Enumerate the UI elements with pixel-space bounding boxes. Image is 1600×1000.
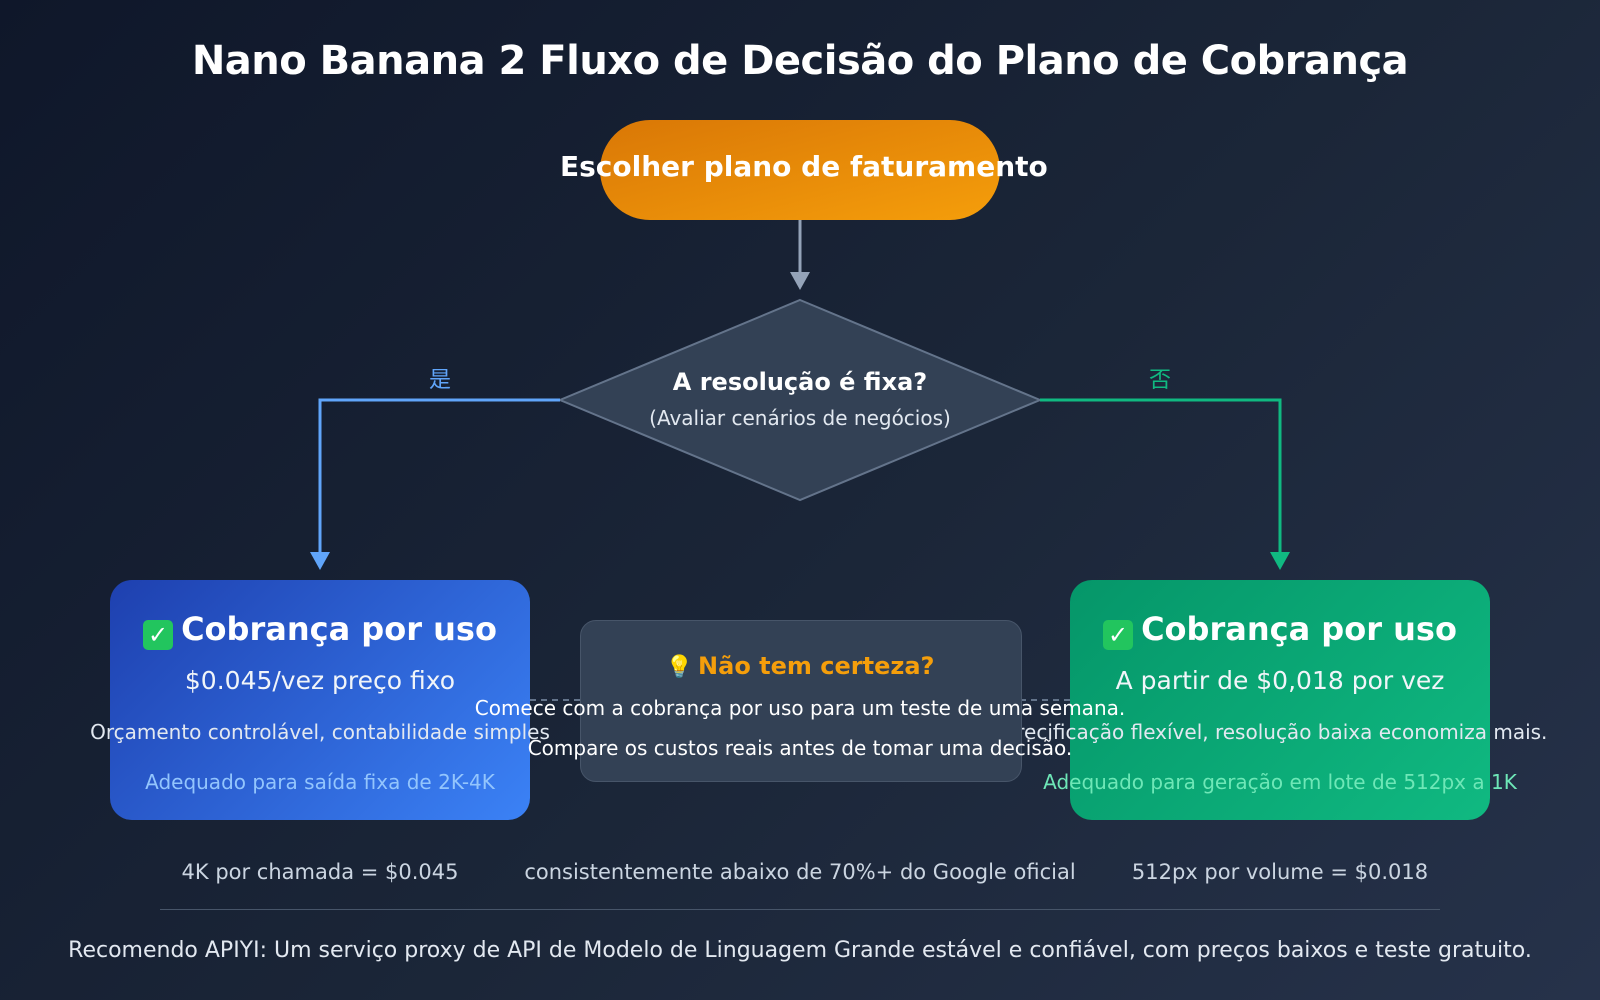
footer-divider bbox=[160, 909, 1440, 910]
no-arrowhead bbox=[1270, 552, 1290, 570]
footer-recommendation: Recomendo APIYI: Um serviço proxy de API… bbox=[68, 938, 1532, 963]
fixed-price-card bbox=[110, 580, 530, 820]
tip-box bbox=[580, 620, 1022, 782]
tip-line-1: Comece com a cobrança por uso para um te… bbox=[474, 696, 1126, 720]
page-title: Nano Banana 2 Fluxo de Decisão do Plano … bbox=[191, 38, 1409, 84]
fixed-price-card-title: Cobrança por uso bbox=[181, 610, 497, 648]
usage-price-card-note: Precificação flexível, resolução baixa e… bbox=[1004, 720, 1548, 744]
usage-price-card-title: Cobrança por uso bbox=[1141, 610, 1457, 648]
fixed-price-card-price: $0.045/vez preço fixo bbox=[184, 666, 456, 695]
no-branch-label: 否 bbox=[1148, 368, 1171, 393]
yes-branch-label: 是 bbox=[428, 368, 451, 393]
usage-price-card-title-row: ✓Cobrança por uso bbox=[1070, 610, 1490, 650]
start-node-label: Escolher plano de faturamento bbox=[560, 150, 1048, 183]
tip-line-2: Compare os custos reais antes de tomar u… bbox=[527, 736, 1073, 760]
usage-price-card-price: A partir de $0,018 por vez bbox=[1115, 666, 1445, 695]
decision-question: A resolução é fixa? bbox=[672, 368, 928, 396]
decision-subtitle: (Avaliar cenários de negócios) bbox=[649, 406, 951, 430]
fixed-price-card-title-row: ✓Cobrança por uso bbox=[110, 610, 530, 650]
no-path bbox=[1040, 398, 1282, 554]
fixed-price-card-fit: Adequado para saída fixa de 2K-4K bbox=[145, 770, 495, 794]
tip-title-row: 💡 Não tem certeza? bbox=[580, 652, 1020, 680]
yes-arrowhead bbox=[310, 552, 330, 570]
start-to-decision-arrowhead bbox=[790, 272, 810, 290]
stat-left: 4K por chamada = $0.045 bbox=[181, 860, 459, 884]
tip-title: Não tem certeza? bbox=[698, 652, 935, 680]
lightbulb-icon: 💡 bbox=[665, 655, 693, 680]
start-node bbox=[600, 120, 1000, 220]
fixed-price-card-note: Orçamento controlável, contabilidade sim… bbox=[90, 720, 550, 744]
usage-price-card-fit: Adequado para geração em lote de 512px a… bbox=[1043, 770, 1517, 794]
yes-path bbox=[318, 398, 560, 554]
decision-node bbox=[557, 298, 1043, 502]
check-icon: ✓ bbox=[1103, 620, 1134, 650]
stat-center: consistentemente abaixo de 70%+ do Googl… bbox=[524, 860, 1076, 884]
stat-right: 512px por volume = $0.018 bbox=[1131, 860, 1429, 884]
usage-price-card bbox=[1070, 580, 1490, 820]
check-icon: ✓ bbox=[143, 620, 174, 650]
